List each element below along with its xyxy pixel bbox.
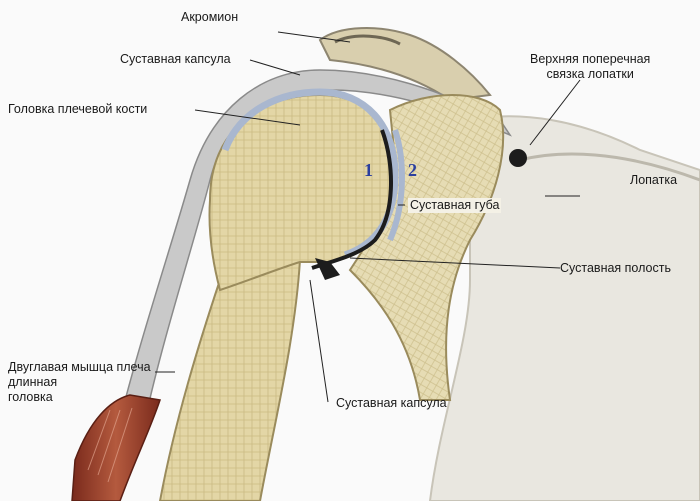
marker-2: 2 <box>408 160 417 180</box>
humerus-shaft <box>158 258 302 501</box>
ligament-foramen <box>509 149 527 167</box>
label-acromion: Акромион <box>181 10 239 24</box>
label-biceps: Двуглавая мышца плеча длинная головка <box>8 360 151 404</box>
joint-cavity-line <box>311 129 394 270</box>
label-humeral-head: Головка плечевой кости <box>8 102 148 116</box>
marker-1: 1 <box>364 160 373 180</box>
leader-lines <box>155 31 581 403</box>
label-superior-ligament: Верхняя поперечная связка лопатки <box>530 52 651 81</box>
label-joint-cavity: Суставная полость <box>560 261 671 275</box>
acromion-shape <box>318 27 492 102</box>
glenoid-shape <box>348 94 505 401</box>
label-scapula: Лопатка <box>630 173 678 187</box>
label-capsule-top: Суставная капсула <box>120 52 231 66</box>
biceps-muscle <box>71 394 161 501</box>
label-capsule-bottom: Суставная капсула <box>336 396 447 410</box>
label-labrum: Суставная губа <box>408 198 502 213</box>
